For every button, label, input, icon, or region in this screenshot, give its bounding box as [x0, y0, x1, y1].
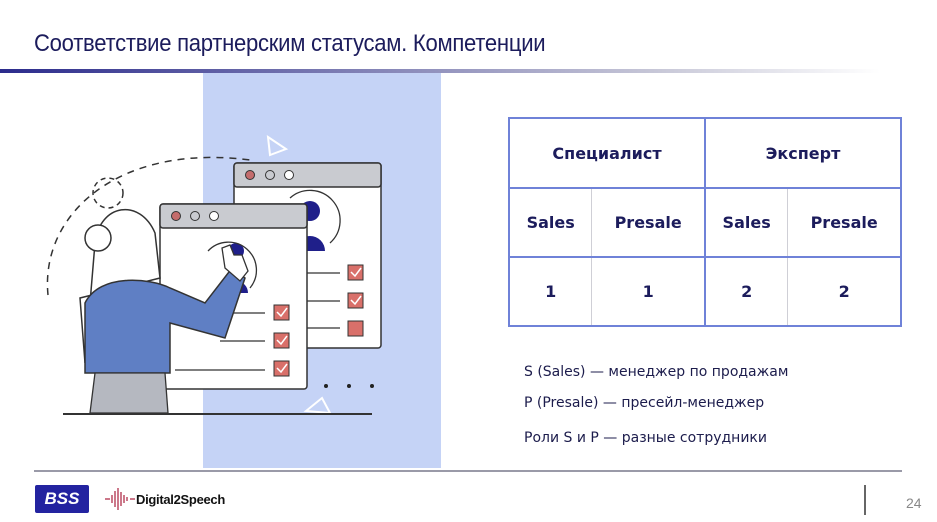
- table-cell: 2: [703, 256, 789, 327]
- footer-divider: [34, 470, 902, 472]
- note-roles: Роли S и P — разные сотрудники: [524, 430, 767, 446]
- note-sales: S (Sales) — менеджер по продажам: [524, 364, 789, 380]
- footer-separator: [864, 485, 866, 515]
- table-role-row: Sales Presale Sales Presale: [508, 187, 902, 258]
- group-header-expert: Эксперт: [703, 117, 903, 189]
- role-header: Sales: [508, 187, 593, 258]
- role-header: Sales: [703, 187, 789, 258]
- dashed-circle-icon: [92, 177, 124, 209]
- note-presale: P (Presale) — пресейл-менеджер: [524, 395, 765, 411]
- digital2speech-text: Digital2Speech: [136, 491, 225, 507]
- triangle-icon: [266, 134, 289, 157]
- group-header-specialist: Специалист: [508, 117, 706, 189]
- triangle-icon: [303, 396, 332, 415]
- slide-title: Соответствие партнерским статусам. Компе…: [34, 30, 546, 57]
- illustration-woman-checklist: [46, 134, 382, 415]
- table-cell: 1: [508, 256, 593, 327]
- role-header: Presale: [591, 187, 706, 258]
- dot: [347, 384, 351, 388]
- dot: [370, 384, 374, 388]
- table-cell: 2: [787, 256, 902, 327]
- bss-logo: BSS: [35, 485, 89, 513]
- dot: [324, 384, 328, 388]
- woman-figure: [79, 208, 249, 414]
- page-number: 24: [906, 495, 922, 511]
- digital2speech-logo: Digital2Speech: [104, 486, 225, 512]
- dashed-arc: [46, 156, 251, 296]
- soundwave-icon: [105, 488, 135, 510]
- competency-table: Специалист Эксперт Sales Presale Sales P…: [508, 117, 903, 327]
- table-row: 1 1 2 2: [508, 256, 902, 327]
- role-header: Presale: [787, 187, 902, 258]
- table-header-row: Специалист Эксперт: [508, 117, 903, 189]
- title-underline: [0, 69, 880, 73]
- table-cell: 1: [591, 256, 706, 327]
